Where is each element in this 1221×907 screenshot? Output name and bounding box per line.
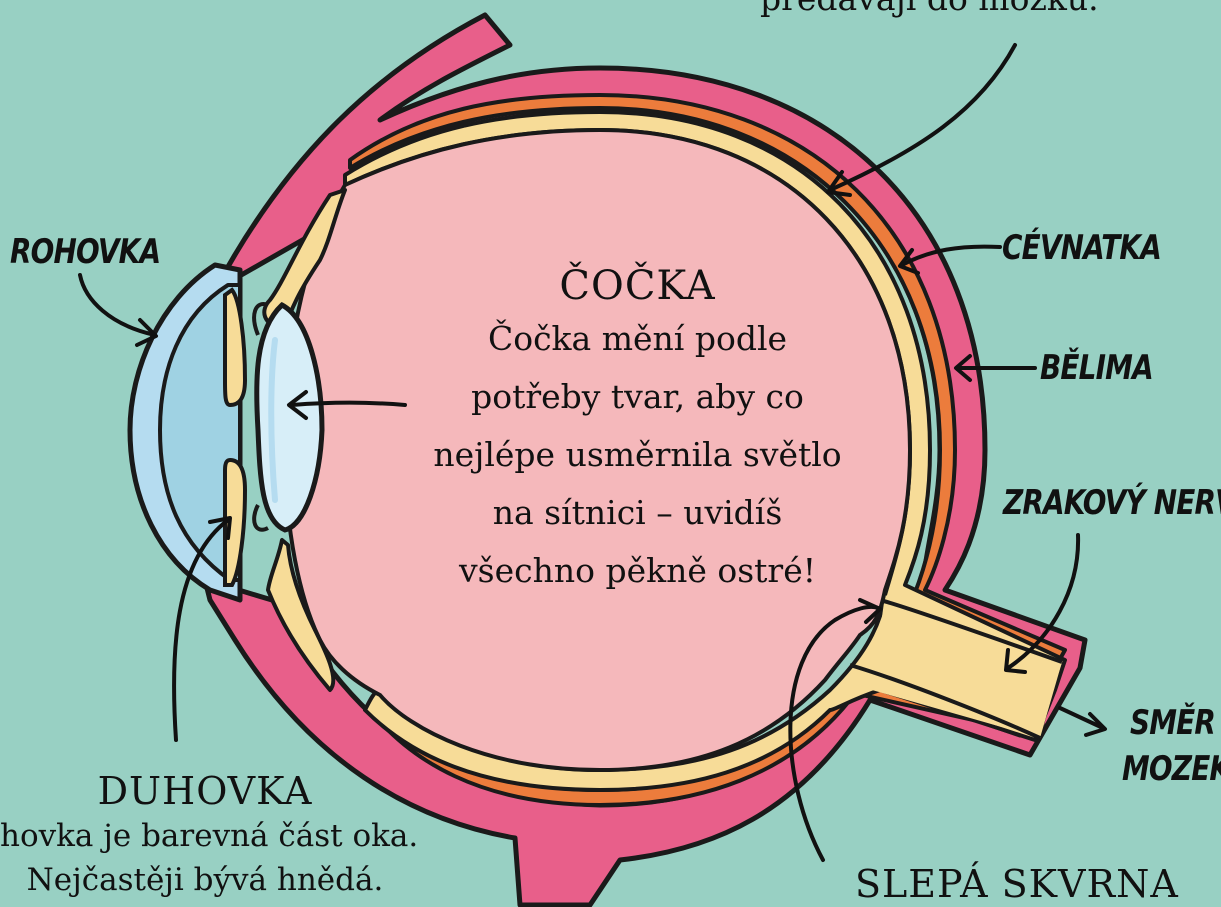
label-belima: BĚLIMA (1040, 348, 1153, 388)
label-rohovka: ROHOVKA (10, 232, 160, 272)
label-slepa-skvrna: SLEPÁ SKVRNA (855, 862, 1179, 906)
duhovka-block: DUHOVKA hovka je barevná část oka. Nejča… (0, 768, 410, 902)
cocka-line-3: nejlépe usměrnila světlo (415, 426, 860, 484)
cocka-line-4: na sítnici – uvidíš (415, 484, 860, 542)
label-smer: SMĚR (1130, 703, 1215, 743)
cocka-block: ČOČKA Čočka mění podle potřeby tvar, aby… (415, 262, 860, 600)
label-cevnatka: CÉVNATKA (1002, 228, 1161, 268)
cocka-line-5: všechno pěkně ostré! (415, 542, 860, 600)
cocka-title: ČOČKA (415, 262, 860, 310)
arrow-smer (1060, 708, 1105, 735)
arrow-belima (956, 356, 1035, 380)
label-zrakovy-nerv: ZRAKOVÝ NERV (1003, 483, 1221, 523)
cocka-line-2: potřeby tvar, aby co (415, 368, 860, 426)
duhovka-line-1: hovka je barevná část oka. (0, 814, 410, 858)
label-mozek: MOZEK (1122, 749, 1221, 789)
top-caption: předávají do mozku. (760, 0, 1099, 28)
duhovka-title: DUHOVKA (0, 768, 410, 814)
duhovka-line-2: Nejčastěji bývá hnědá. (0, 858, 410, 902)
arrow-rohovka (80, 275, 156, 345)
cocka-line-1: Čočka mění podle (415, 310, 860, 368)
